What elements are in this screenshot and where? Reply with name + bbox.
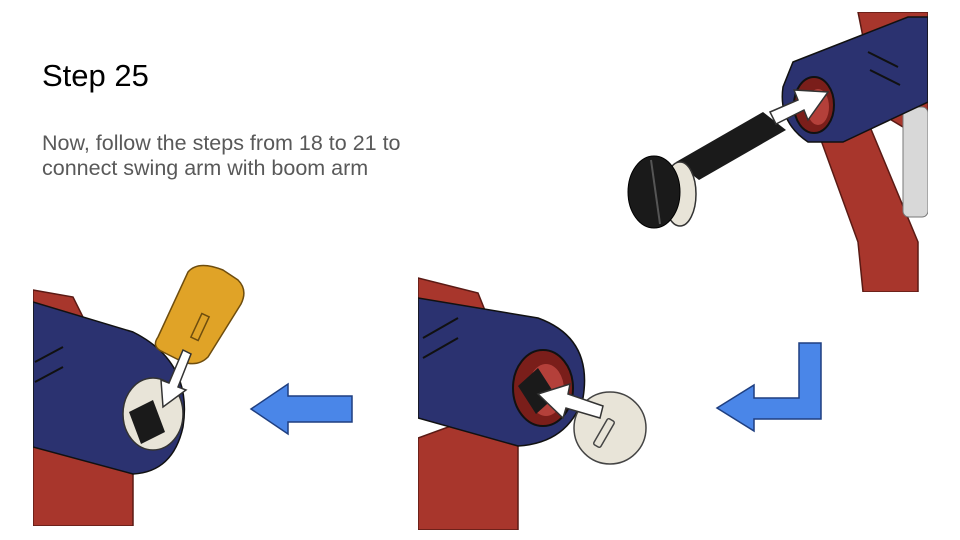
screw-icon <box>627 112 786 229</box>
insert-arrow-icon <box>160 348 192 409</box>
clip-insert-illustration <box>33 262 248 526</box>
screw-insert-illustration <box>618 12 928 292</box>
insert-arrow-icon <box>768 89 830 126</box>
slide-title: Step 25 <box>42 58 149 93</box>
left-arrow-icon <box>248 382 354 436</box>
cap-insert-illustration <box>418 268 648 530</box>
curved-left-arrow-icon <box>714 341 824 433</box>
swing-arm-icon <box>418 297 586 447</box>
insert-arrow-icon <box>536 382 604 420</box>
slide-instructions: Now, follow the steps from 18 to 21 to c… <box>42 131 401 180</box>
clip-icon <box>154 264 245 365</box>
